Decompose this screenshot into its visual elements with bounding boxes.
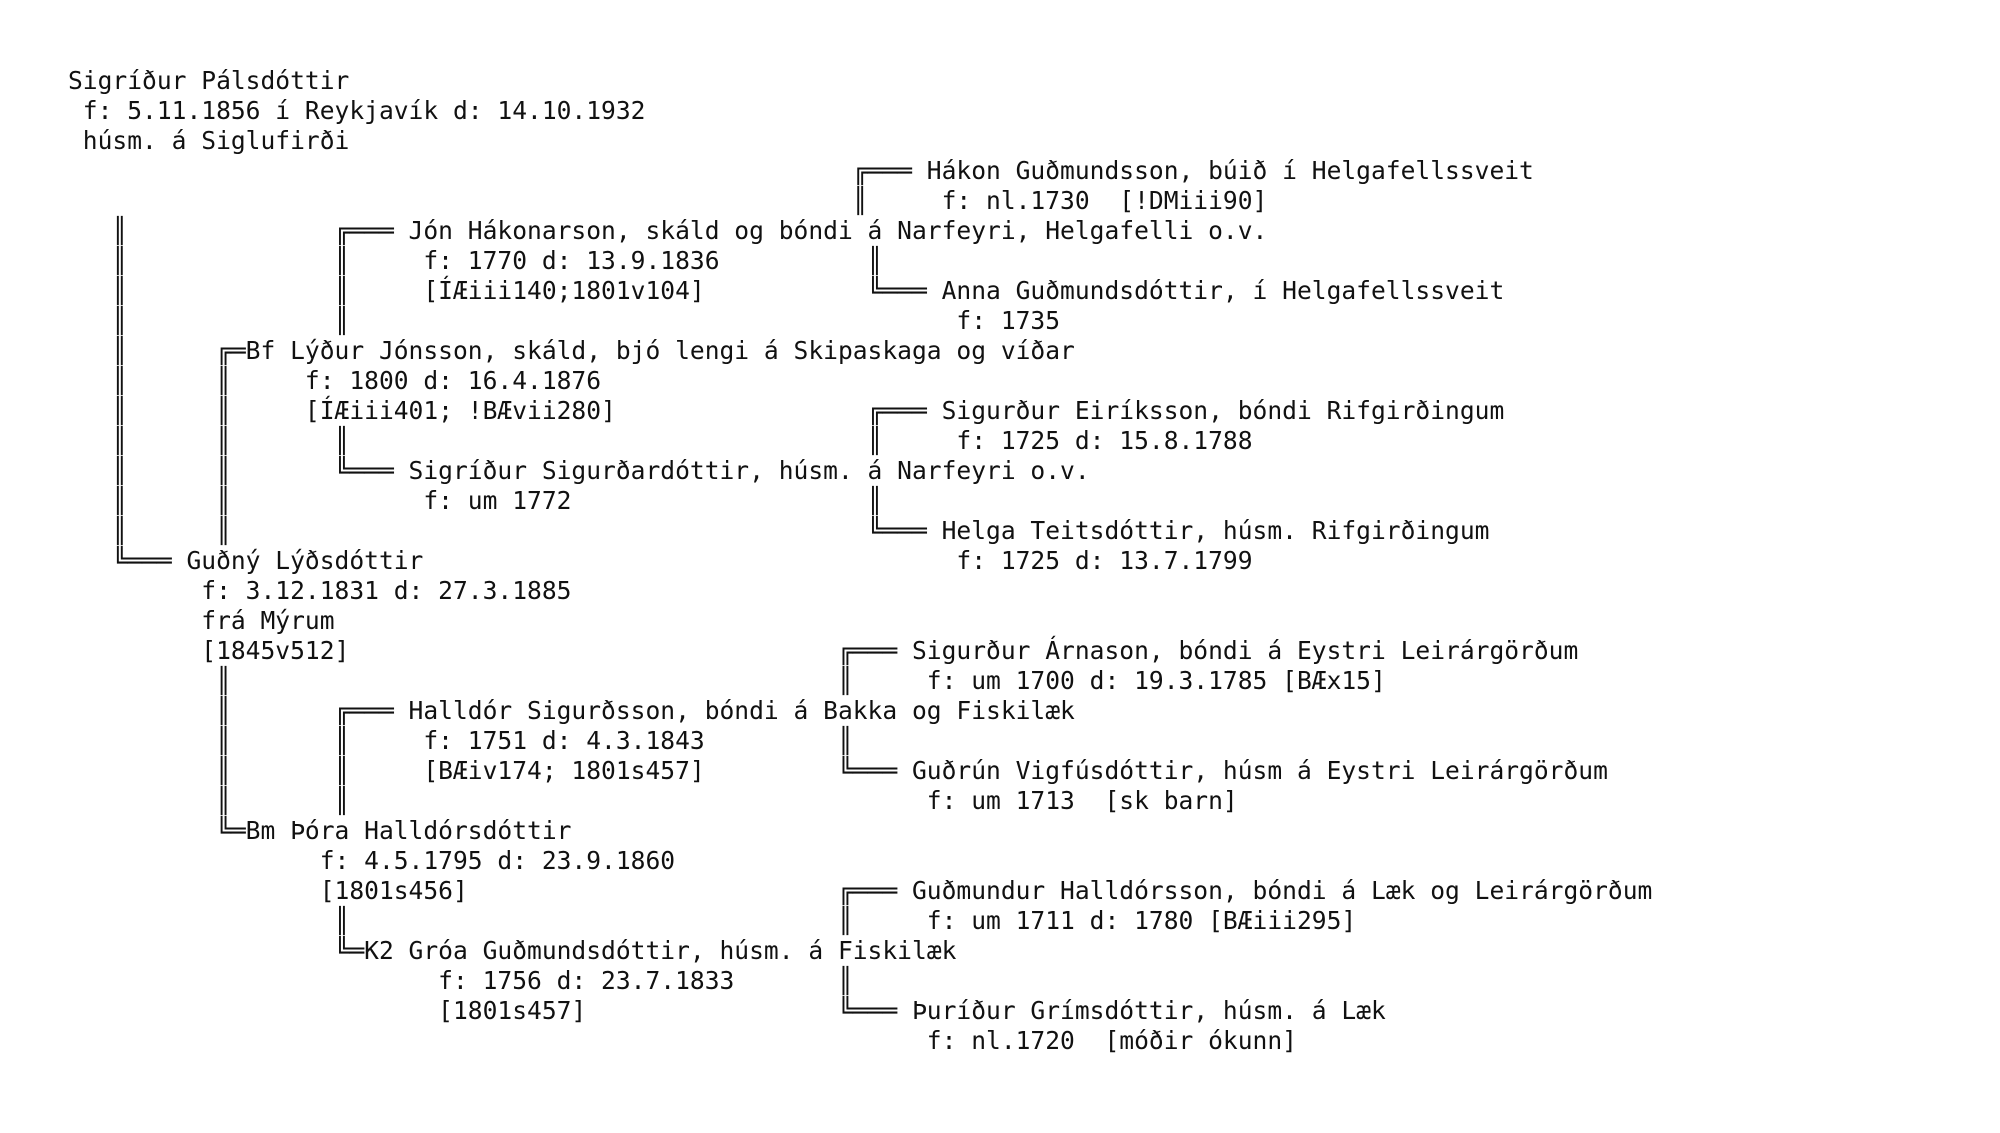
tree-line: ║ ║ f: 1800 d: 16.4.1876: [68, 366, 602, 395]
tree-line: [1845v512] ╔═══ Sigurður Árnason, bóndi …: [68, 636, 1579, 665]
tree-line: [1801s457] ╚═══ Þuríður Grímsdóttir, hús…: [68, 996, 1386, 1025]
tree-line: ╔═══ Hákon Guðmundsson, búið í Helgafell…: [68, 156, 1534, 185]
tree-line: ║ ║ ╚═══ Helga Teitsdóttir, húsm. Rifgir…: [68, 516, 1490, 545]
tree-line: húsm. á Siglufirði: [68, 126, 350, 155]
tree-line: f: 1756 d: 23.7.1833 ║: [68, 966, 853, 995]
tree-line: Sigríður Pálsdóttir: [68, 66, 350, 95]
tree-line: ║ ║ [BÆiv174; 1801s457] ╚═══ Guðrún Vigf…: [68, 756, 1608, 785]
tree-line: ║ ║ ╚═══ Sigríður Sigurðardóttir, húsm. …: [68, 456, 1090, 485]
tree-line: ║ ║ f: um 1713 [sk barn]: [68, 786, 1238, 815]
tree-line: ║ ║ [ÍÆiii140;1801v104] ╚═══ Anna Guðmun…: [68, 276, 1505, 305]
tree-line: ║ ║ f: 1770 d: 13.9.1836 ║: [68, 246, 883, 275]
tree-line: ║ ║ ║ ║ f: 1725 d: 15.8.1788: [68, 426, 1253, 455]
tree-line: ║ ╔═Bf Lýður Jónsson, skáld, bjó lengi á…: [68, 336, 1075, 365]
tree-line: ║ ║ f: um 1700 d: 19.3.1785 [BÆx15]: [68, 666, 1386, 695]
tree-line: [1801s456] ╔═══ Guðmundur Halldórsson, b…: [68, 876, 1653, 905]
tree-line: ╚═K2 Gróa Guðmundsdóttir, húsm. á Fiskil…: [68, 936, 957, 965]
tree-line: ║ ║ f: 1751 d: 4.3.1843 ║: [68, 726, 853, 755]
tree-line: f: 4.5.1795 d: 23.9.1860: [68, 846, 676, 875]
tree-line: ╚═══ Guðný Lýðsdóttir f: 1725 d: 13.7.17…: [68, 546, 1253, 575]
genealogy-tree: Sigríður Pálsdóttir f: 5.11.1856 í Reykj…: [68, 66, 1652, 1056]
tree-line: ║ ╔═══ Jón Hákonarson, skáld og bóndi á …: [68, 216, 1268, 245]
tree-line: f: nl.1720 [móðir ókunn]: [68, 1026, 1297, 1055]
tree-line: ║ ║ f: 1735: [68, 306, 1061, 335]
tree-line: frá Mýrum: [68, 606, 335, 635]
tree-line: f: 3.12.1831 d: 27.3.1885: [68, 576, 572, 605]
tree-line: ║ f: nl.1730 [!DMiii90]: [68, 186, 1268, 215]
tree-line: ║ ╔═══ Halldór Sigurðsson, bóndi á Bakka…: [68, 696, 1075, 725]
tree-line: ║ ║ [ÍÆiii401; !BÆvii280] ╔═══ Sigurður …: [68, 396, 1505, 425]
tree-line: ║ ║ f: um 1711 d: 1780 [BÆiii295]: [68, 906, 1357, 935]
tree-line: ╚═Bm Þóra Halldórsdóttir: [68, 816, 572, 845]
tree-line: f: 5.11.1856 í Reykjavík d: 14.10.1932: [68, 96, 646, 125]
tree-line: ║ ║ f: um 1772 ║: [68, 486, 883, 515]
